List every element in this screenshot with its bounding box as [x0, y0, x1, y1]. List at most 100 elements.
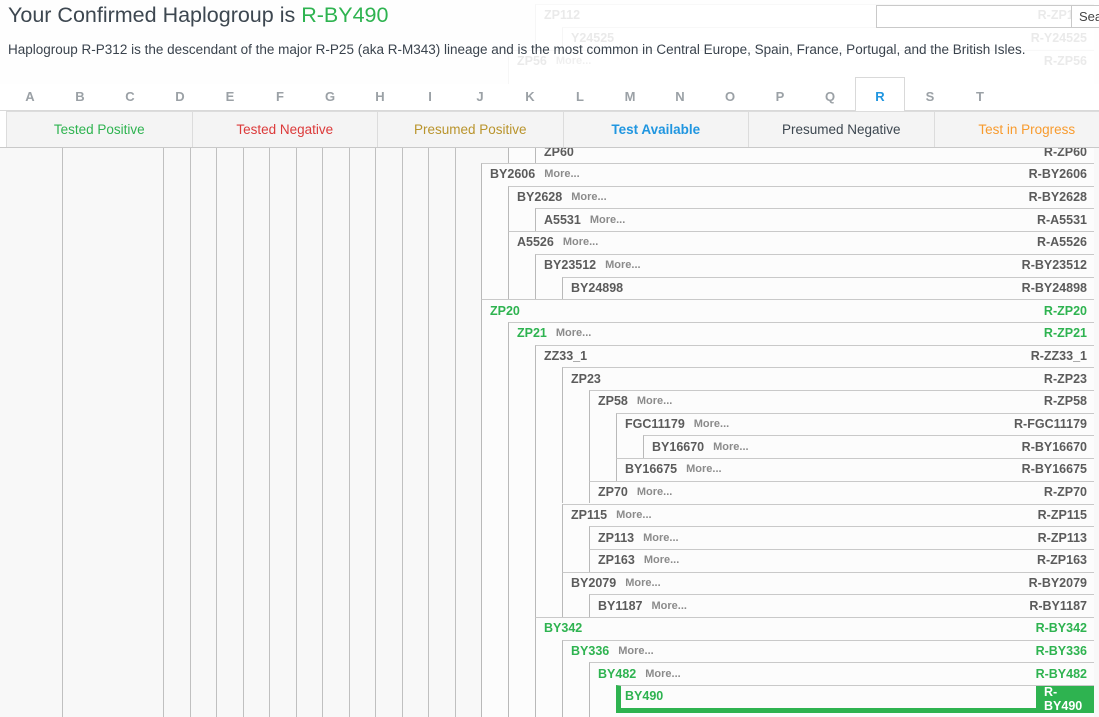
- more-link[interactable]: More...: [637, 395, 672, 407]
- haplogroup-full-name: R-ZP21: [1044, 326, 1087, 340]
- more-link[interactable]: More...: [645, 668, 680, 680]
- haplogroup-label: ZP113: [598, 531, 634, 545]
- tree-row[interactable]: BY2606 More... R-BY2606: [481, 163, 1094, 186]
- tree-row[interactable]: BY482More...R-BY482: [589, 662, 1094, 685]
- more-link[interactable]: More...: [571, 191, 606, 203]
- ancestor-branch-line: [455, 148, 456, 717]
- haplogroup-full-name: R-BY16675: [1022, 462, 1087, 476]
- haplogroup-full-name: R-FGC11179: [1014, 417, 1087, 431]
- haplogroup-label: BY342: [544, 621, 582, 635]
- haplogroup-full-name: R-ZP58: [1044, 394, 1087, 408]
- tab-letter-F[interactable]: F: [255, 84, 305, 110]
- tree-row[interactable]: BY336More...R-BY336: [562, 640, 1094, 663]
- haplogroup-label: BY2079: [571, 576, 616, 590]
- ancestor-branch-line: [216, 148, 217, 717]
- ancestor-branch-line: [428, 148, 429, 717]
- tree-row[interactable]: BY342 R-BY342: [535, 617, 1094, 640]
- tree-row[interactable]: ZZ33_1R-ZZ33_1: [535, 345, 1094, 368]
- haplogroup-description: Haplogroup R-P312 is the descendant of t…: [8, 42, 1026, 57]
- tree-row[interactable]: ZP163More...R-ZP163: [589, 549, 1094, 572]
- tab-letter-I[interactable]: I: [405, 84, 455, 110]
- haplogroup-full-name: R-BY482: [1036, 667, 1087, 681]
- legend-item-test-in-progress: Test in Progress: [934, 111, 1099, 148]
- haplogroup-full-name: R-BY342: [1036, 621, 1087, 635]
- tree-row[interactable]: A5531More...R-A5531: [535, 208, 1094, 231]
- more-link[interactable]: More...: [616, 509, 651, 521]
- tab-letter-A[interactable]: A: [5, 84, 55, 110]
- tab-letter-L[interactable]: L: [555, 84, 605, 110]
- more-link[interactable]: More...: [651, 600, 686, 612]
- haplogroup-label: ZP21: [517, 326, 547, 340]
- tree-row[interactable]: ZP20R-ZP20: [481, 299, 1094, 322]
- tree-row[interactable]: ZP21 More... R-ZP21: [508, 322, 1094, 345]
- tab-letter-B[interactable]: B: [55, 84, 105, 110]
- tab-letter-N[interactable]: N: [655, 84, 705, 110]
- haplogroup-label: BY16675: [625, 462, 677, 476]
- more-link[interactable]: More...: [618, 645, 653, 657]
- tab-letter-C[interactable]: C: [105, 84, 155, 110]
- haplogroup-full-name: R-BY2606: [1029, 167, 1087, 181]
- more-link[interactable]: More...: [694, 418, 729, 430]
- haplogroup-label: ZP23: [571, 372, 601, 386]
- more-link[interactable]: More...: [637, 486, 672, 498]
- haplogroup-label: A5526: [517, 235, 554, 249]
- more-link[interactable]: More...: [644, 554, 679, 566]
- more-link[interactable]: More...: [625, 577, 660, 589]
- haplogroup-label: ZP115: [571, 508, 607, 522]
- tree-row[interactable]: ZP115More...R-ZP115: [562, 504, 1094, 527]
- ancestor-branch-line: [163, 148, 164, 717]
- tree-row[interactable]: ZP58More...R-ZP58: [589, 390, 1094, 413]
- haplogroup-full-name: R-BY2628: [1029, 190, 1087, 204]
- tab-letter-O[interactable]: O: [705, 84, 755, 110]
- tab-letter-K[interactable]: K: [505, 84, 555, 110]
- tree-row[interactable]: BY2079More...R-BY2079: [562, 572, 1094, 595]
- haplogroup-letter-tabs: ABCDEFGHIJKLMNOPQRST: [0, 77, 1099, 111]
- tree-row[interactable]: BY23512More...R-BY23512: [535, 254, 1094, 277]
- haplogroup-label: BY2606: [490, 167, 535, 181]
- tab-letter-E[interactable]: E: [205, 84, 255, 110]
- haplogroup-label: BY23512: [544, 258, 596, 272]
- more-link[interactable]: More...: [643, 532, 678, 544]
- more-link[interactable]: More...: [590, 214, 625, 226]
- haplogroup-label: ZP70: [598, 485, 628, 499]
- tab-letter-G[interactable]: G: [305, 84, 355, 110]
- ancestor-branch-line: [269, 148, 270, 717]
- haplogroup-full-name: R-ZP113: [1038, 531, 1087, 545]
- tree-row[interactable]: BY24898R-BY24898: [562, 277, 1094, 300]
- tree-row[interactable]: BY490: [616, 685, 1094, 708]
- tab-letter-T[interactable]: T: [955, 84, 1005, 110]
- ancestor-branch-line: [349, 148, 350, 717]
- tab-letter-P[interactable]: P: [755, 84, 805, 110]
- search-input[interactable]: [876, 5, 1072, 28]
- tree-row[interactable]: FGC11179More...R-FGC11179: [616, 413, 1094, 436]
- ancestor-branch-line: [190, 148, 191, 717]
- tree-row[interactable]: BY2628More...R-BY2628: [508, 186, 1094, 209]
- haplogroup-full-name: R-ZP20: [1044, 304, 1087, 318]
- tree-row[interactable]: BY16670More...R-BY16670: [643, 435, 1094, 458]
- more-link[interactable]: More...: [563, 236, 598, 248]
- tree-row[interactable]: ZP23R-ZP23: [562, 367, 1094, 390]
- haplogroup-full-name: R-ZP163: [1037, 553, 1087, 567]
- search-button[interactable]: Search: [1071, 5, 1099, 28]
- tab-letter-R[interactable]: R: [855, 84, 905, 110]
- ancestor-branch-line: [62, 148, 63, 717]
- tree-row[interactable]: BY16675 More... R-BY16675: [616, 458, 1094, 481]
- haplogroup-full-name: R-ZP70: [1044, 485, 1087, 499]
- tab-letter-M[interactable]: M: [605, 84, 655, 110]
- ancestor-branch-line: [322, 148, 323, 717]
- tab-letter-J[interactable]: J: [455, 84, 505, 110]
- tree-row[interactable]: A5526More...R-A5526: [508, 231, 1094, 254]
- more-link[interactable]: More...: [544, 168, 579, 180]
- status-legend: Tested PositiveTested NegativePresumed P…: [0, 111, 1099, 148]
- more-link[interactable]: More...: [686, 463, 721, 475]
- tab-letter-D[interactable]: D: [155, 84, 205, 110]
- tree-row[interactable]: ZP70 More... R-ZP70: [589, 481, 1094, 504]
- more-link[interactable]: More...: [713, 441, 748, 453]
- tab-letter-Q[interactable]: Q: [805, 84, 855, 110]
- tree-row[interactable]: ZP113 More... R-ZP113: [589, 526, 1094, 549]
- tree-row[interactable]: BY1187More...R-BY1187: [589, 594, 1094, 617]
- more-link[interactable]: More...: [605, 259, 640, 271]
- more-link[interactable]: More...: [556, 327, 591, 339]
- tab-letter-S[interactable]: S: [905, 84, 955, 110]
- tab-letter-H[interactable]: H: [355, 84, 405, 110]
